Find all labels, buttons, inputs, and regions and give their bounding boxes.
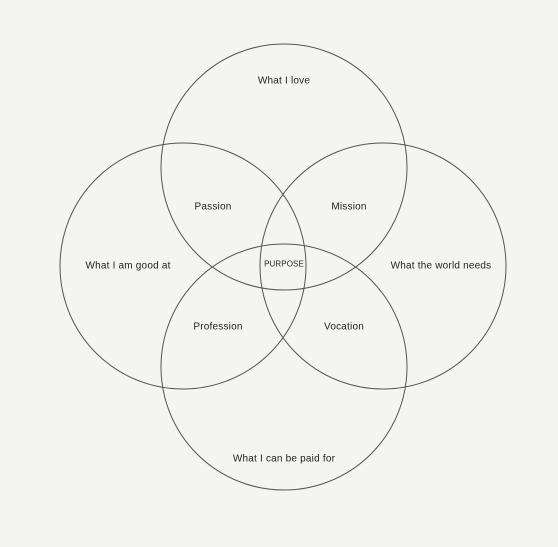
label-mission: Mission	[331, 201, 367, 213]
label-what-the-world-needs: What the world needs	[390, 260, 492, 272]
label-what-i-love: What I love	[257, 75, 311, 87]
label-what-i-am-good-at: What I am good at	[85, 260, 171, 272]
label-passion: Passion	[194, 201, 232, 213]
label-what-i-can-be-paid-for: What I can be paid for	[232, 453, 336, 465]
label-vocation: Vocation	[324, 321, 364, 333]
circle-what-i-can-be-paid-for	[160, 243, 408, 491]
label-profession: Profession	[193, 321, 243, 333]
label-purpose: PURPOSE	[264, 259, 304, 269]
circle-what-i-love	[160, 43, 408, 291]
circle-what-i-am-good-at	[59, 142, 307, 390]
circle-what-the-world-needs	[259, 142, 507, 390]
